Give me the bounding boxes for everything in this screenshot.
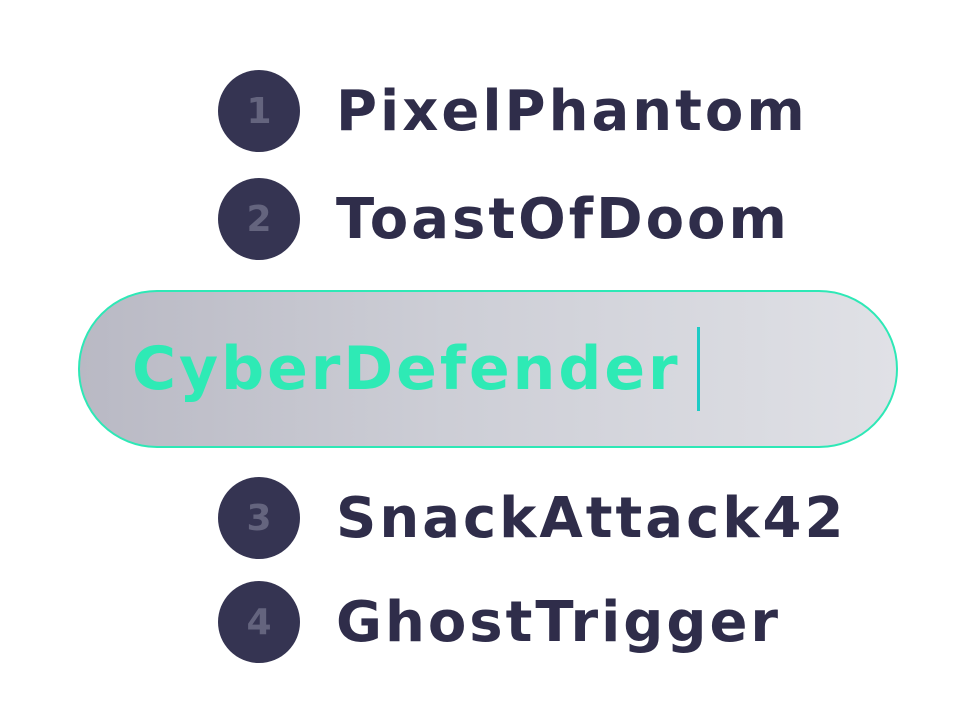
rank-badge-4: 4 xyxy=(218,581,300,663)
rank-number: 2 xyxy=(246,198,272,240)
text-cursor xyxy=(696,327,700,411)
rank-badge-1: 1 xyxy=(218,70,300,152)
rank-number: 4 xyxy=(246,601,272,643)
player-name: ToastOfDoom xyxy=(336,186,790,252)
rank-badge-3: 3 xyxy=(218,477,300,559)
rank-badge-2: 2 xyxy=(218,178,300,260)
player-name-input-value[interactable]: CyberDefender xyxy=(132,334,681,404)
player-name: PixelPhantom xyxy=(336,78,808,144)
leaderboard-entry-4: 4 GhostTrigger xyxy=(218,581,781,663)
leaderboard-entry-3: 3 SnackAttack42 xyxy=(218,477,846,559)
player-name: GhostTrigger xyxy=(336,589,782,655)
leaderboard-entry-1: 1 PixelPhantom xyxy=(218,70,808,152)
player-name: SnackAttack42 xyxy=(336,485,847,551)
rank-number: 3 xyxy=(246,497,272,539)
rank-number: 1 xyxy=(246,90,272,132)
player-name-input[interactable]: CyberDefender xyxy=(78,290,898,448)
leaderboard-entry-2: 2 ToastOfDoom xyxy=(218,178,790,260)
